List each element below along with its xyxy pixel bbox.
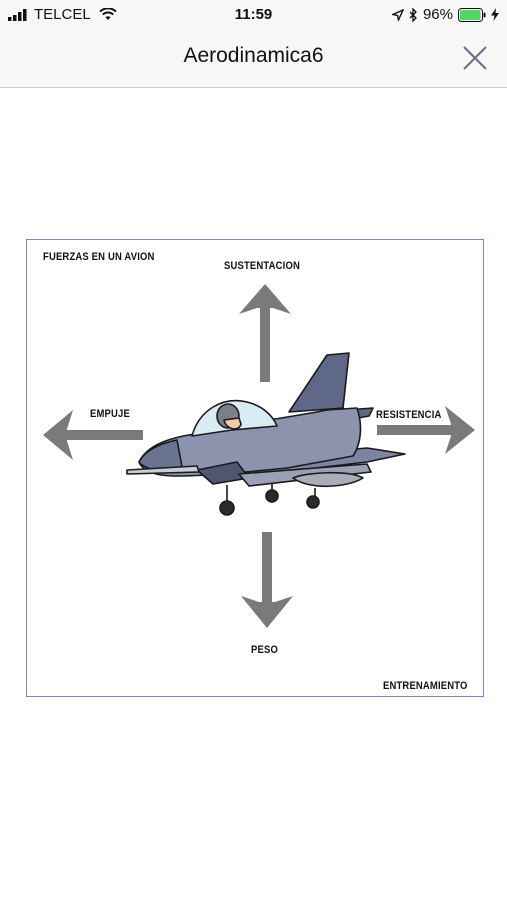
nav-bar: Aerodinamica6 (0, 30, 507, 88)
forces-diagram: FUERZAS EN UN AVION SUSTENTACION EMPUJE … (26, 239, 484, 697)
battery-percent: 96% (422, 6, 453, 23)
diagram-footer: ENTRENAMIENTO (383, 680, 468, 692)
drag-arrow (377, 406, 475, 454)
page-title: Aerodinamica6 (183, 44, 324, 67)
charging-bolt-icon (491, 8, 499, 21)
status-time: 11:59 (234, 6, 273, 23)
bluetooth-icon (409, 7, 417, 22)
location-arrow-icon (391, 8, 404, 21)
weight-arrow (241, 532, 293, 628)
diagram-title: FUERZAS EN UN AVION (43, 251, 155, 263)
close-button[interactable] (459, 42, 491, 74)
battery-icon (458, 7, 486, 22)
wifi-icon (99, 8, 117, 20)
lift-arrow (239, 284, 291, 382)
lift-label: SUSTENTACION (224, 260, 301, 272)
status-left: TELCEL (8, 6, 117, 23)
drag-label: RESISTENCIA (376, 409, 442, 421)
weight-label: PESO (251, 644, 278, 656)
forces-diagram-art (43, 284, 475, 628)
status-bar: TELCEL 11:59 96% (0, 0, 507, 30)
signal-bars-icon (8, 8, 27, 21)
status-right: 96% (391, 6, 499, 23)
jet-illustration (126, 352, 406, 516)
thrust-label: EMPUJE (90, 408, 130, 420)
close-icon (463, 46, 487, 70)
carrier-name: TELCEL (34, 6, 91, 23)
thrust-arrow (43, 410, 143, 460)
